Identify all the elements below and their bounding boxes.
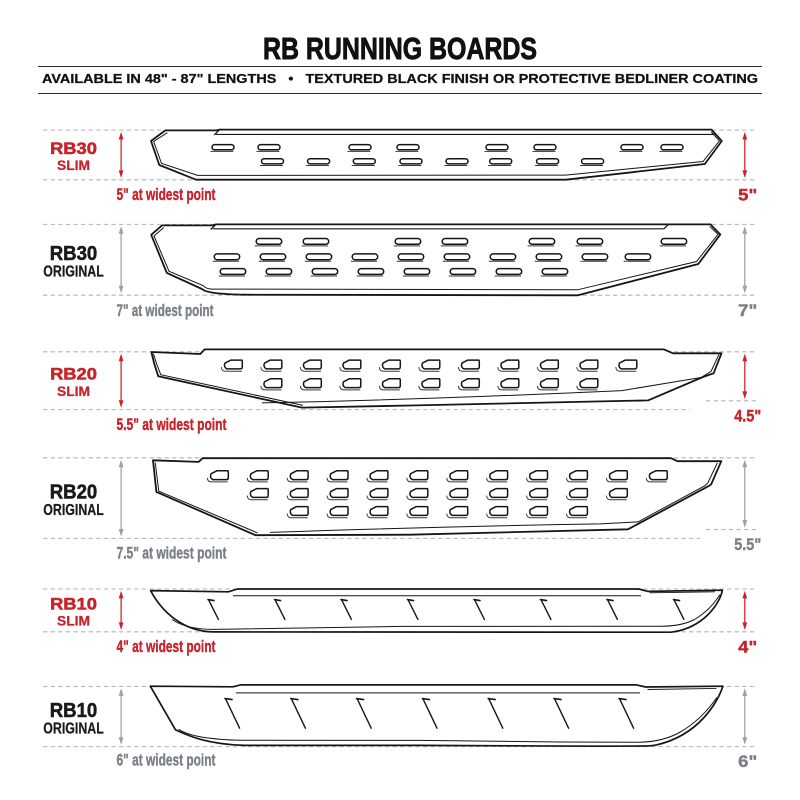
svg-text:ORIGINAL: ORIGINAL	[43, 264, 104, 281]
svg-text:6" at widest point: 6" at widest point	[117, 751, 216, 770]
svg-text:4" at widest point: 4" at widest point	[117, 637, 216, 656]
svg-text:5.5" at widest point: 5.5" at widest point	[117, 415, 227, 434]
svg-text:ORIGINAL: ORIGINAL	[43, 720, 104, 737]
svg-text:SLIM: SLIM	[57, 157, 90, 173]
svg-text:7": 7"	[738, 301, 757, 320]
svg-text:RB20: RB20	[50, 365, 97, 384]
svg-text:4": 4"	[738, 637, 757, 656]
svg-text:RB10: RB10	[50, 700, 98, 722]
svg-text:RB30: RB30	[50, 243, 98, 265]
svg-text:SLIM: SLIM	[57, 383, 90, 399]
svg-text:AVAILABLE IN 48" - 87" LENGTHS: AVAILABLE IN 48" - 87" LENGTHS • TEXTURE…	[42, 72, 758, 86]
svg-text:7.5" at widest point: 7.5" at widest point	[117, 544, 227, 563]
svg-text:RB10: RB10	[50, 594, 97, 613]
svg-text:ORIGINAL: ORIGINAL	[43, 502, 104, 519]
svg-text:5.5": 5.5"	[734, 535, 761, 554]
svg-text:5" at widest point: 5" at widest point	[117, 185, 216, 204]
svg-text:SLIM: SLIM	[57, 613, 90, 629]
svg-text:5": 5"	[738, 185, 757, 204]
svg-text:RB RUNNING BOARDS: RB RUNNING BOARDS	[263, 31, 537, 66]
svg-text:6": 6"	[738, 752, 757, 771]
svg-text:RB30: RB30	[50, 139, 97, 158]
svg-text:7" at widest point: 7" at widest point	[117, 301, 214, 320]
svg-text:RB20: RB20	[50, 481, 98, 503]
svg-text:4.5": 4.5"	[734, 406, 761, 425]
